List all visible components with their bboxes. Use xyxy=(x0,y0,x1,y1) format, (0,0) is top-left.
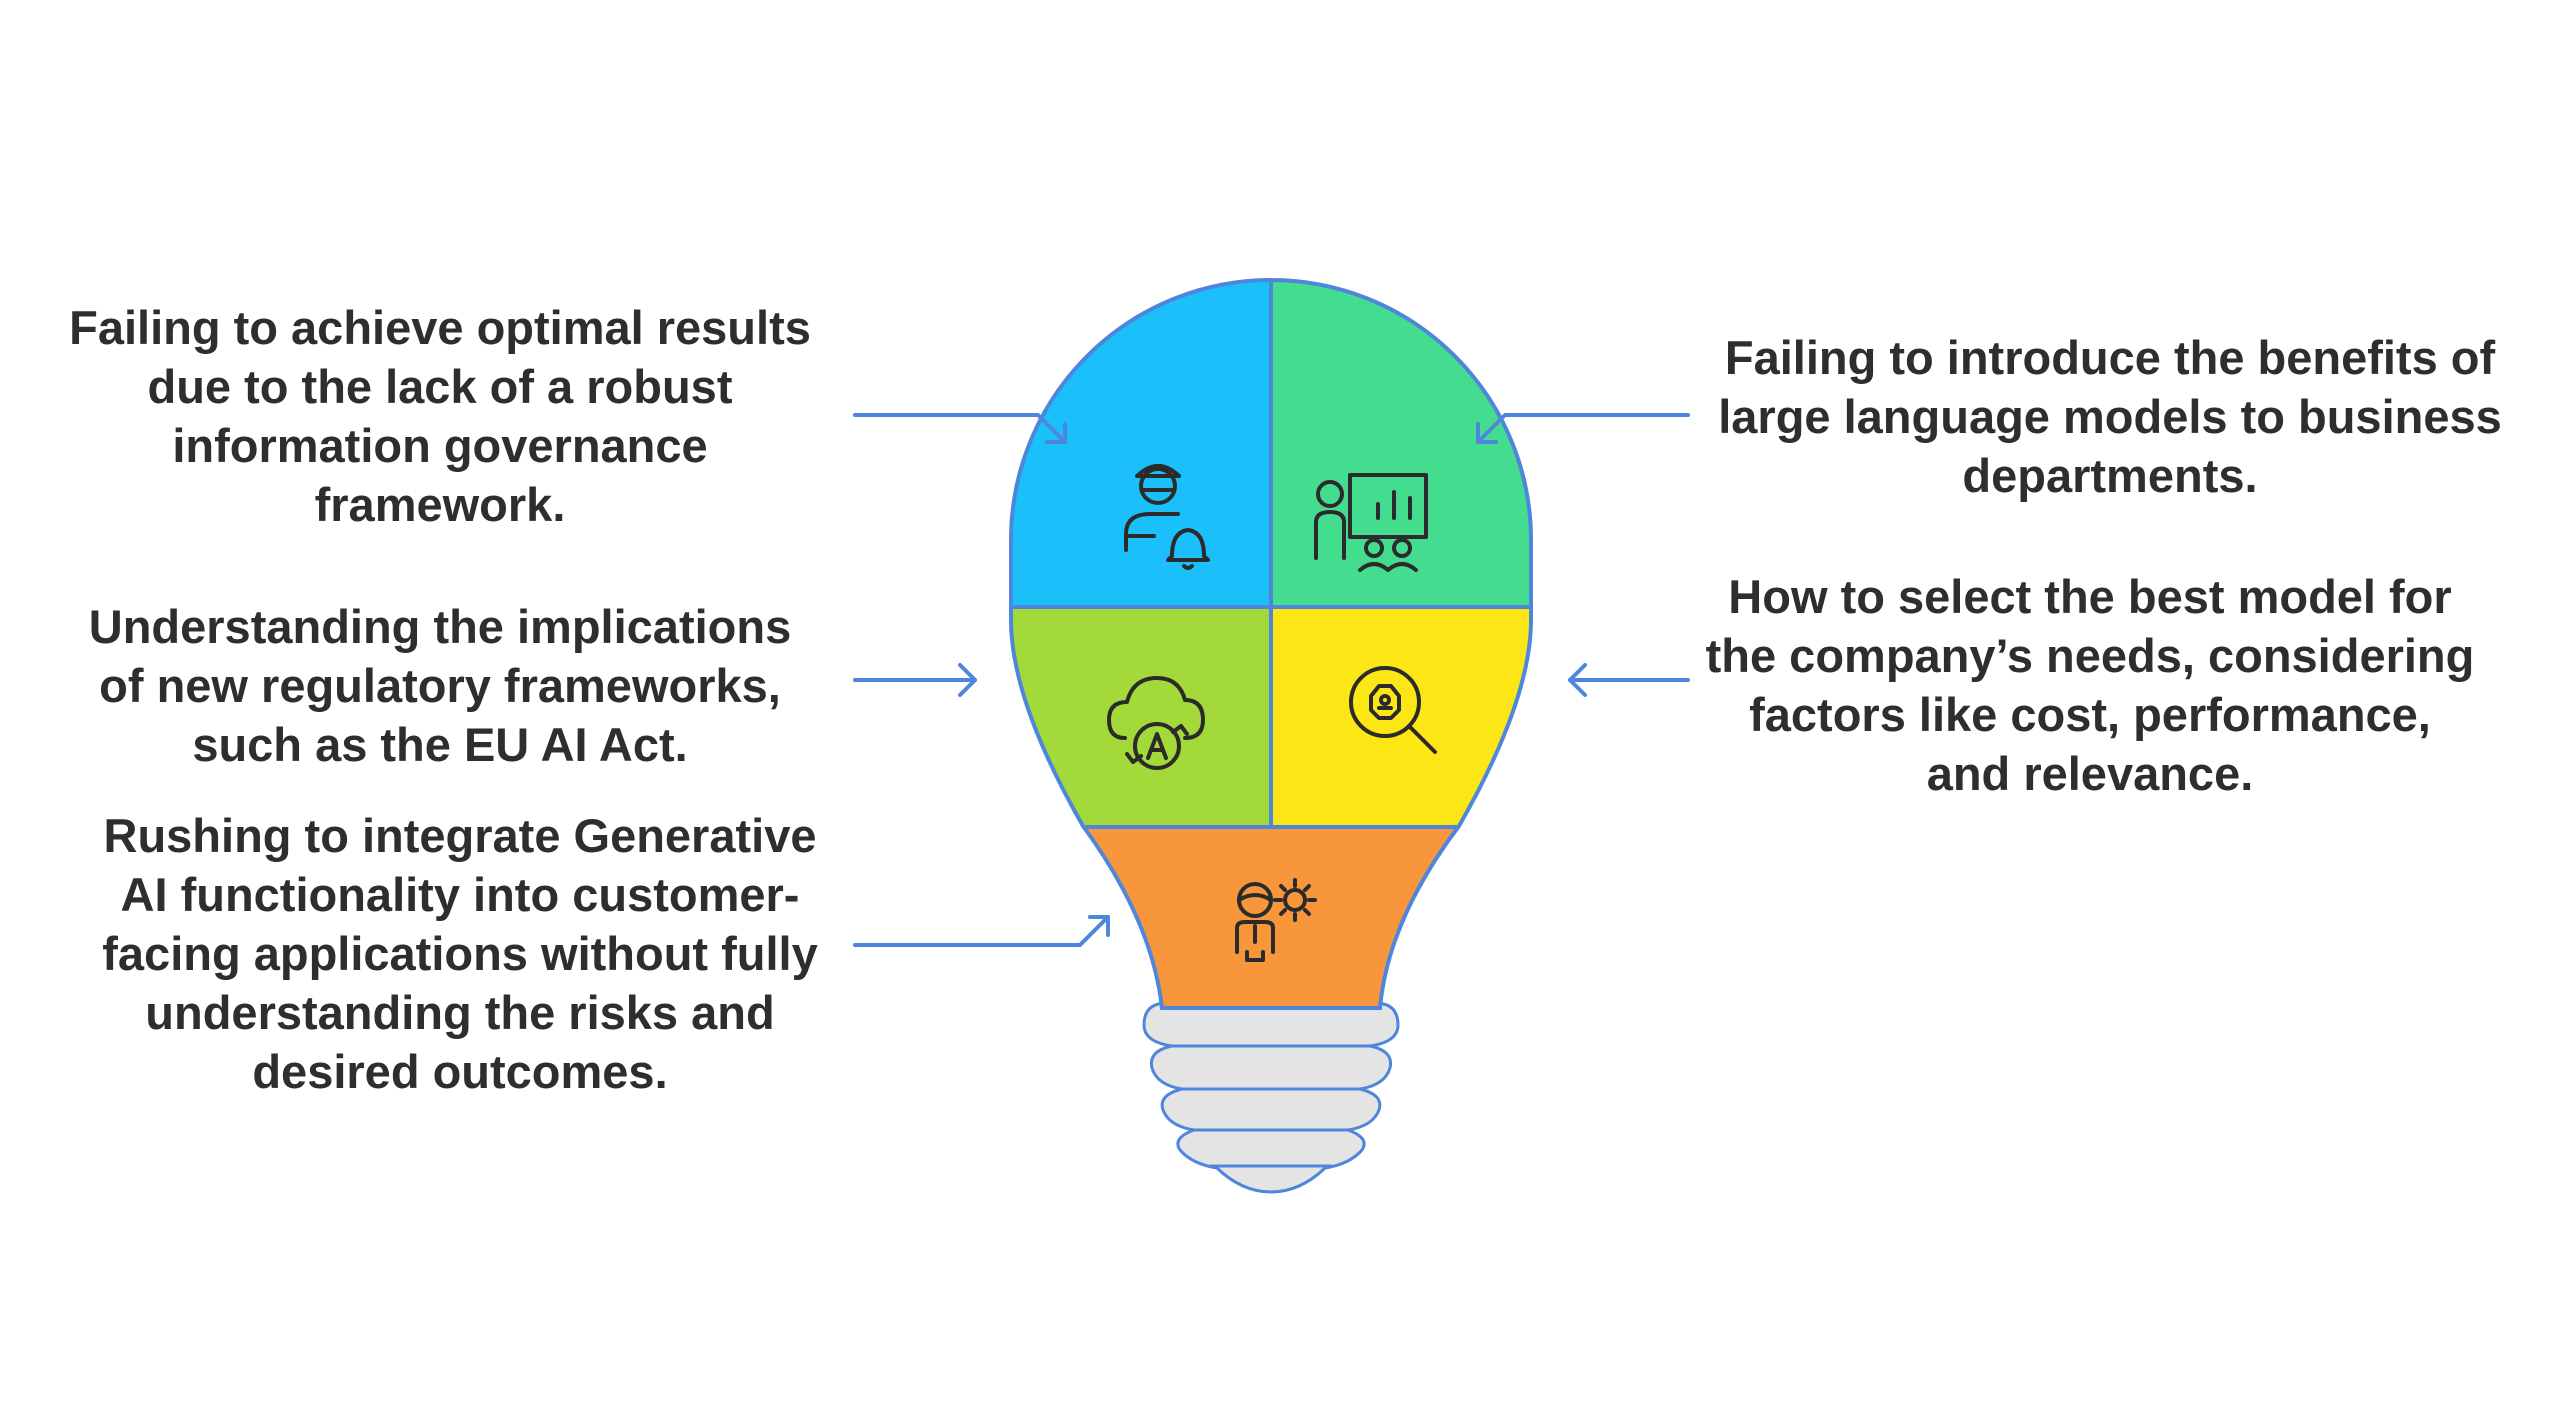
arrow-mid-right xyxy=(1568,663,1690,697)
arrow-mid-left xyxy=(853,663,977,697)
label-mid-left: Understanding the implications of new re… xyxy=(88,600,792,771)
label-mid-right: How to select the best model for the com… xyxy=(1705,570,2475,800)
label-bottom-left: Rushing to integrate Generative AI funct… xyxy=(102,809,818,1098)
base-shape xyxy=(1142,1001,1400,1194)
section-dividers xyxy=(1011,280,1531,829)
presenter-chart-audience-icon xyxy=(1314,473,1428,572)
section-blue xyxy=(1011,280,1271,607)
base-ring-lines xyxy=(1170,1044,1372,1168)
arrow-bottom-left xyxy=(853,915,1110,947)
label-top-right: Failing to introduce the benefits of lar… xyxy=(1718,331,2502,502)
magnify-ai-chip-icon xyxy=(1349,666,1437,754)
person-alert-bell-icon xyxy=(1124,464,1210,570)
arrow-top-left xyxy=(853,413,1067,444)
arrow-top-right xyxy=(1476,413,1690,444)
section-yellow xyxy=(1271,607,1531,827)
section-lime xyxy=(1011,607,1271,827)
bulb-outline xyxy=(1009,278,1533,1010)
person-gear-icon xyxy=(1235,878,1317,962)
cloud-ai-sync-icon xyxy=(1107,676,1205,770)
bulb-base xyxy=(1142,1001,1400,1194)
label-top-left: Failing to achieve optimal results due t… xyxy=(69,301,811,531)
